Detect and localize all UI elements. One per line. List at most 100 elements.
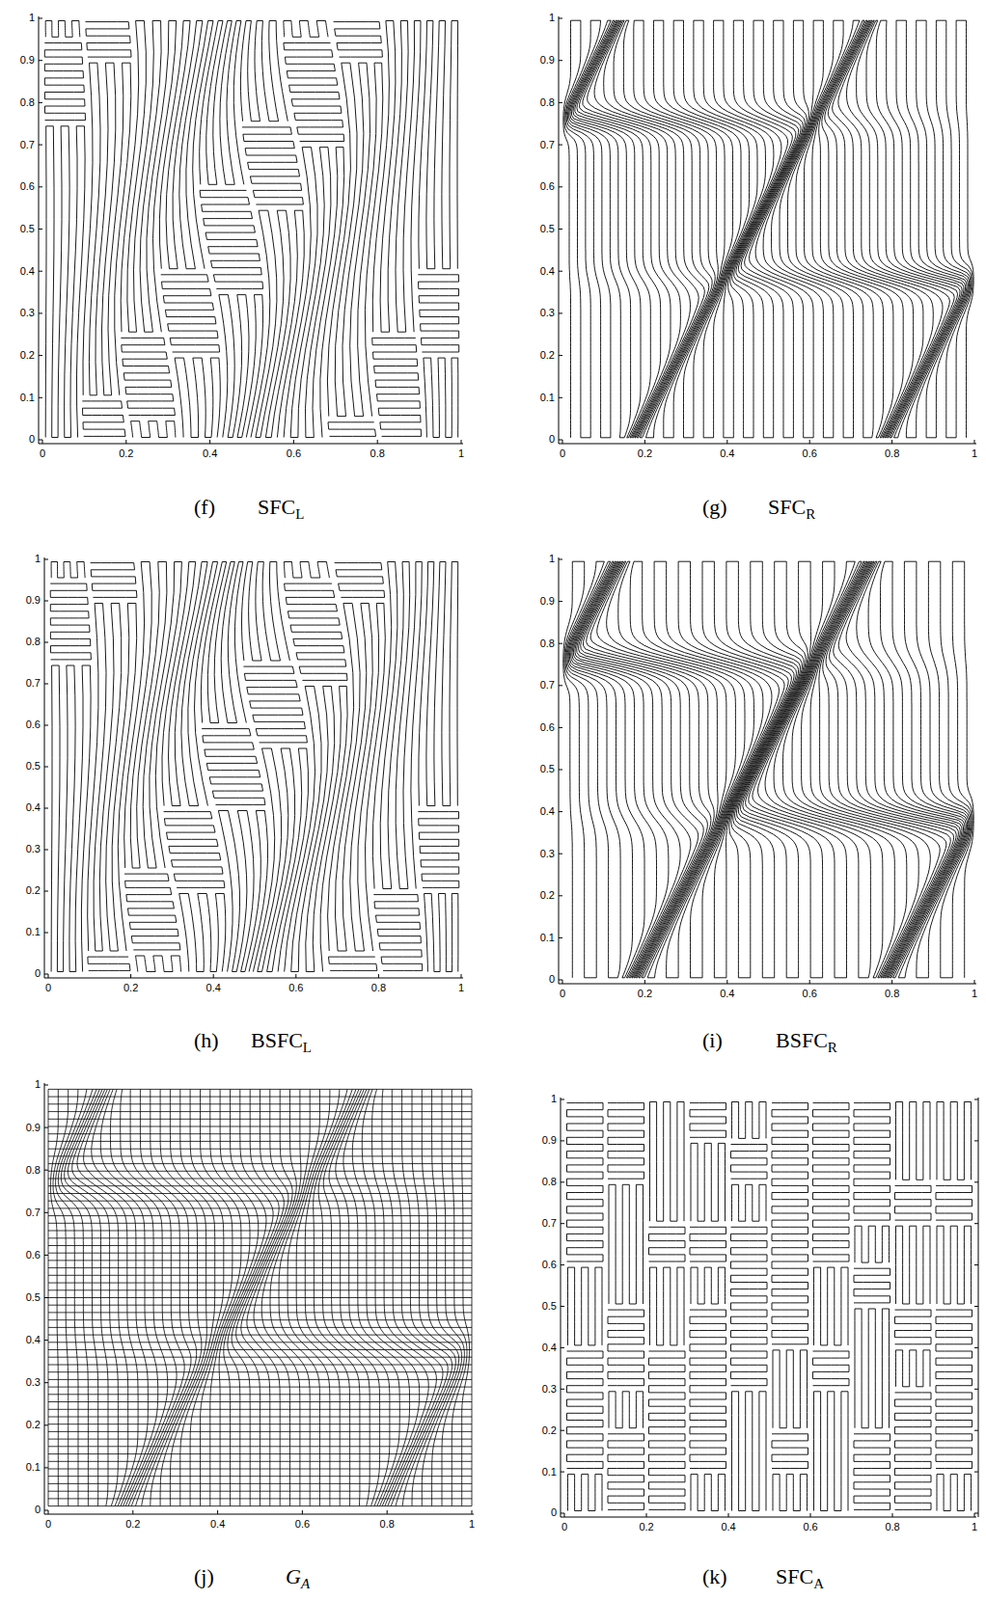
tick-label: 1 <box>548 11 555 25</box>
tick-label: 0.3 <box>540 306 555 320</box>
panel-letter: (f) <box>193 494 216 521</box>
tick-label: 0.5 <box>26 1291 41 1305</box>
axis-line <box>560 1097 979 1518</box>
panel-letter: (i) <box>702 1028 723 1054</box>
panel-title: SFC <box>775 1564 814 1590</box>
tick-label: 0 <box>559 447 566 461</box>
tick-label: 1 <box>458 982 465 995</box>
tick-label: 0.1 <box>542 1466 557 1479</box>
panel-subscript: A <box>813 1575 824 1593</box>
panel-caption: BSFCL <box>250 1028 312 1054</box>
tick-label: 0.3 <box>26 843 41 856</box>
tick-label: 0.6 <box>286 447 302 461</box>
tick-label: 0.4 <box>210 1518 225 1532</box>
tick-label: 0.4 <box>26 1334 41 1347</box>
panel-title: BSFC <box>250 1028 303 1054</box>
space-filling-curve <box>567 1102 973 1512</box>
tick-label: 0.9 <box>540 54 555 67</box>
tick-label: 0.2 <box>125 1518 140 1532</box>
tick-label: 0.6 <box>802 987 818 1001</box>
tick-label: 0.6 <box>802 1521 818 1534</box>
tick-label: 0 <box>39 447 46 461</box>
tick-label: 0.5 <box>540 222 555 236</box>
tick-label: 0 <box>45 982 52 995</box>
tick-label: 0.8 <box>380 1518 395 1532</box>
tick-label: 0.4 <box>20 265 35 278</box>
tick-label: 0 <box>28 433 35 446</box>
tick-label: 0.8 <box>26 1164 41 1178</box>
tick-label: 0.8 <box>26 635 41 649</box>
tick-label: 0.6 <box>20 180 35 193</box>
panel-subscript: L <box>302 1039 312 1057</box>
tick-label: 0.4 <box>26 801 41 815</box>
tick-label: 1 <box>971 1521 978 1534</box>
tick-label: 0 <box>559 987 566 1001</box>
tick-label: 0.6 <box>26 1249 41 1262</box>
panel-letter: (j) <box>193 1564 215 1590</box>
tick-label: 0.1 <box>20 391 35 405</box>
tick-label: 0.8 <box>371 982 386 995</box>
tick-label: 0.6 <box>802 447 818 461</box>
tick-label: 0.2 <box>123 982 138 995</box>
tick-label: 0.1 <box>540 931 555 945</box>
tick-label: 0.7 <box>26 677 41 690</box>
tick-label: 0.8 <box>370 447 385 461</box>
panel-subscript: L <box>295 505 304 523</box>
tick-label: 0.6 <box>26 718 41 732</box>
tick-label: 1 <box>971 447 978 461</box>
tick-label: 0 <box>548 973 555 986</box>
tick-label: 1 <box>550 1093 557 1106</box>
tick-label: 0.1 <box>540 391 555 405</box>
tick-label: 0.5 <box>542 1300 557 1314</box>
tick-label: 0.7 <box>20 138 35 152</box>
space-filling-curve <box>563 20 974 439</box>
tick-label: 0.7 <box>542 1217 557 1231</box>
panel-title: SFC <box>257 494 296 521</box>
tick-label: 0.2 <box>540 889 555 903</box>
tick-label: 0.3 <box>20 306 35 320</box>
tick-label: 0.2 <box>118 447 134 461</box>
tick-label: 0.5 <box>26 760 41 773</box>
tick-label: 0.9 <box>20 54 35 67</box>
tick-label: 0.8 <box>540 96 555 110</box>
tick-label: 0.4 <box>206 982 221 995</box>
tick-label: 0.4 <box>540 805 555 819</box>
axis-line <box>44 557 464 979</box>
tick-label: 0.8 <box>884 447 900 461</box>
tick-label: 0.3 <box>540 848 555 861</box>
panel-title: SFC <box>767 494 806 521</box>
tick-label: 0.3 <box>542 1383 557 1397</box>
tick-label: 0 <box>550 1506 557 1520</box>
tick-label: 0 <box>34 967 41 981</box>
tick-label: 0 <box>548 433 555 446</box>
panel-caption: SFCL <box>257 494 304 521</box>
tick-label: 0.3 <box>26 1376 41 1390</box>
tick-label: 0.2 <box>540 349 555 362</box>
tick-label: 0.4 <box>202 447 218 461</box>
panel-caption: BSFCR <box>775 1028 838 1054</box>
axis-line <box>558 557 977 985</box>
tick-label: 0.7 <box>540 138 555 152</box>
tick-label: 0.8 <box>884 1521 900 1534</box>
tick-label: 0 <box>34 1504 41 1517</box>
axis-line <box>38 16 464 444</box>
tick-label: 0.5 <box>20 222 35 236</box>
tick-label: 0.6 <box>540 721 555 735</box>
panel-letter: (h) <box>193 1028 220 1054</box>
panel-subscript: A <box>301 1575 310 1593</box>
tick-label: 0.9 <box>26 594 41 607</box>
tick-label: 0.8 <box>540 637 555 651</box>
panel-title: G <box>285 1564 302 1590</box>
tick-label: 0.2 <box>542 1424 557 1438</box>
tick-label: 0.6 <box>542 1259 557 1272</box>
panel-caption: SFCA <box>775 1564 824 1590</box>
tick-label: 0.7 <box>26 1206 41 1220</box>
tick-label: 0.2 <box>638 1521 654 1534</box>
tick-label: 0.4 <box>719 987 735 1001</box>
panel-title: BSFC <box>775 1028 828 1054</box>
tick-label: 1 <box>548 552 555 566</box>
tick-label: 0.9 <box>26 1122 41 1135</box>
tick-label: 0.6 <box>540 180 555 193</box>
tick-label: 1 <box>971 987 978 1001</box>
